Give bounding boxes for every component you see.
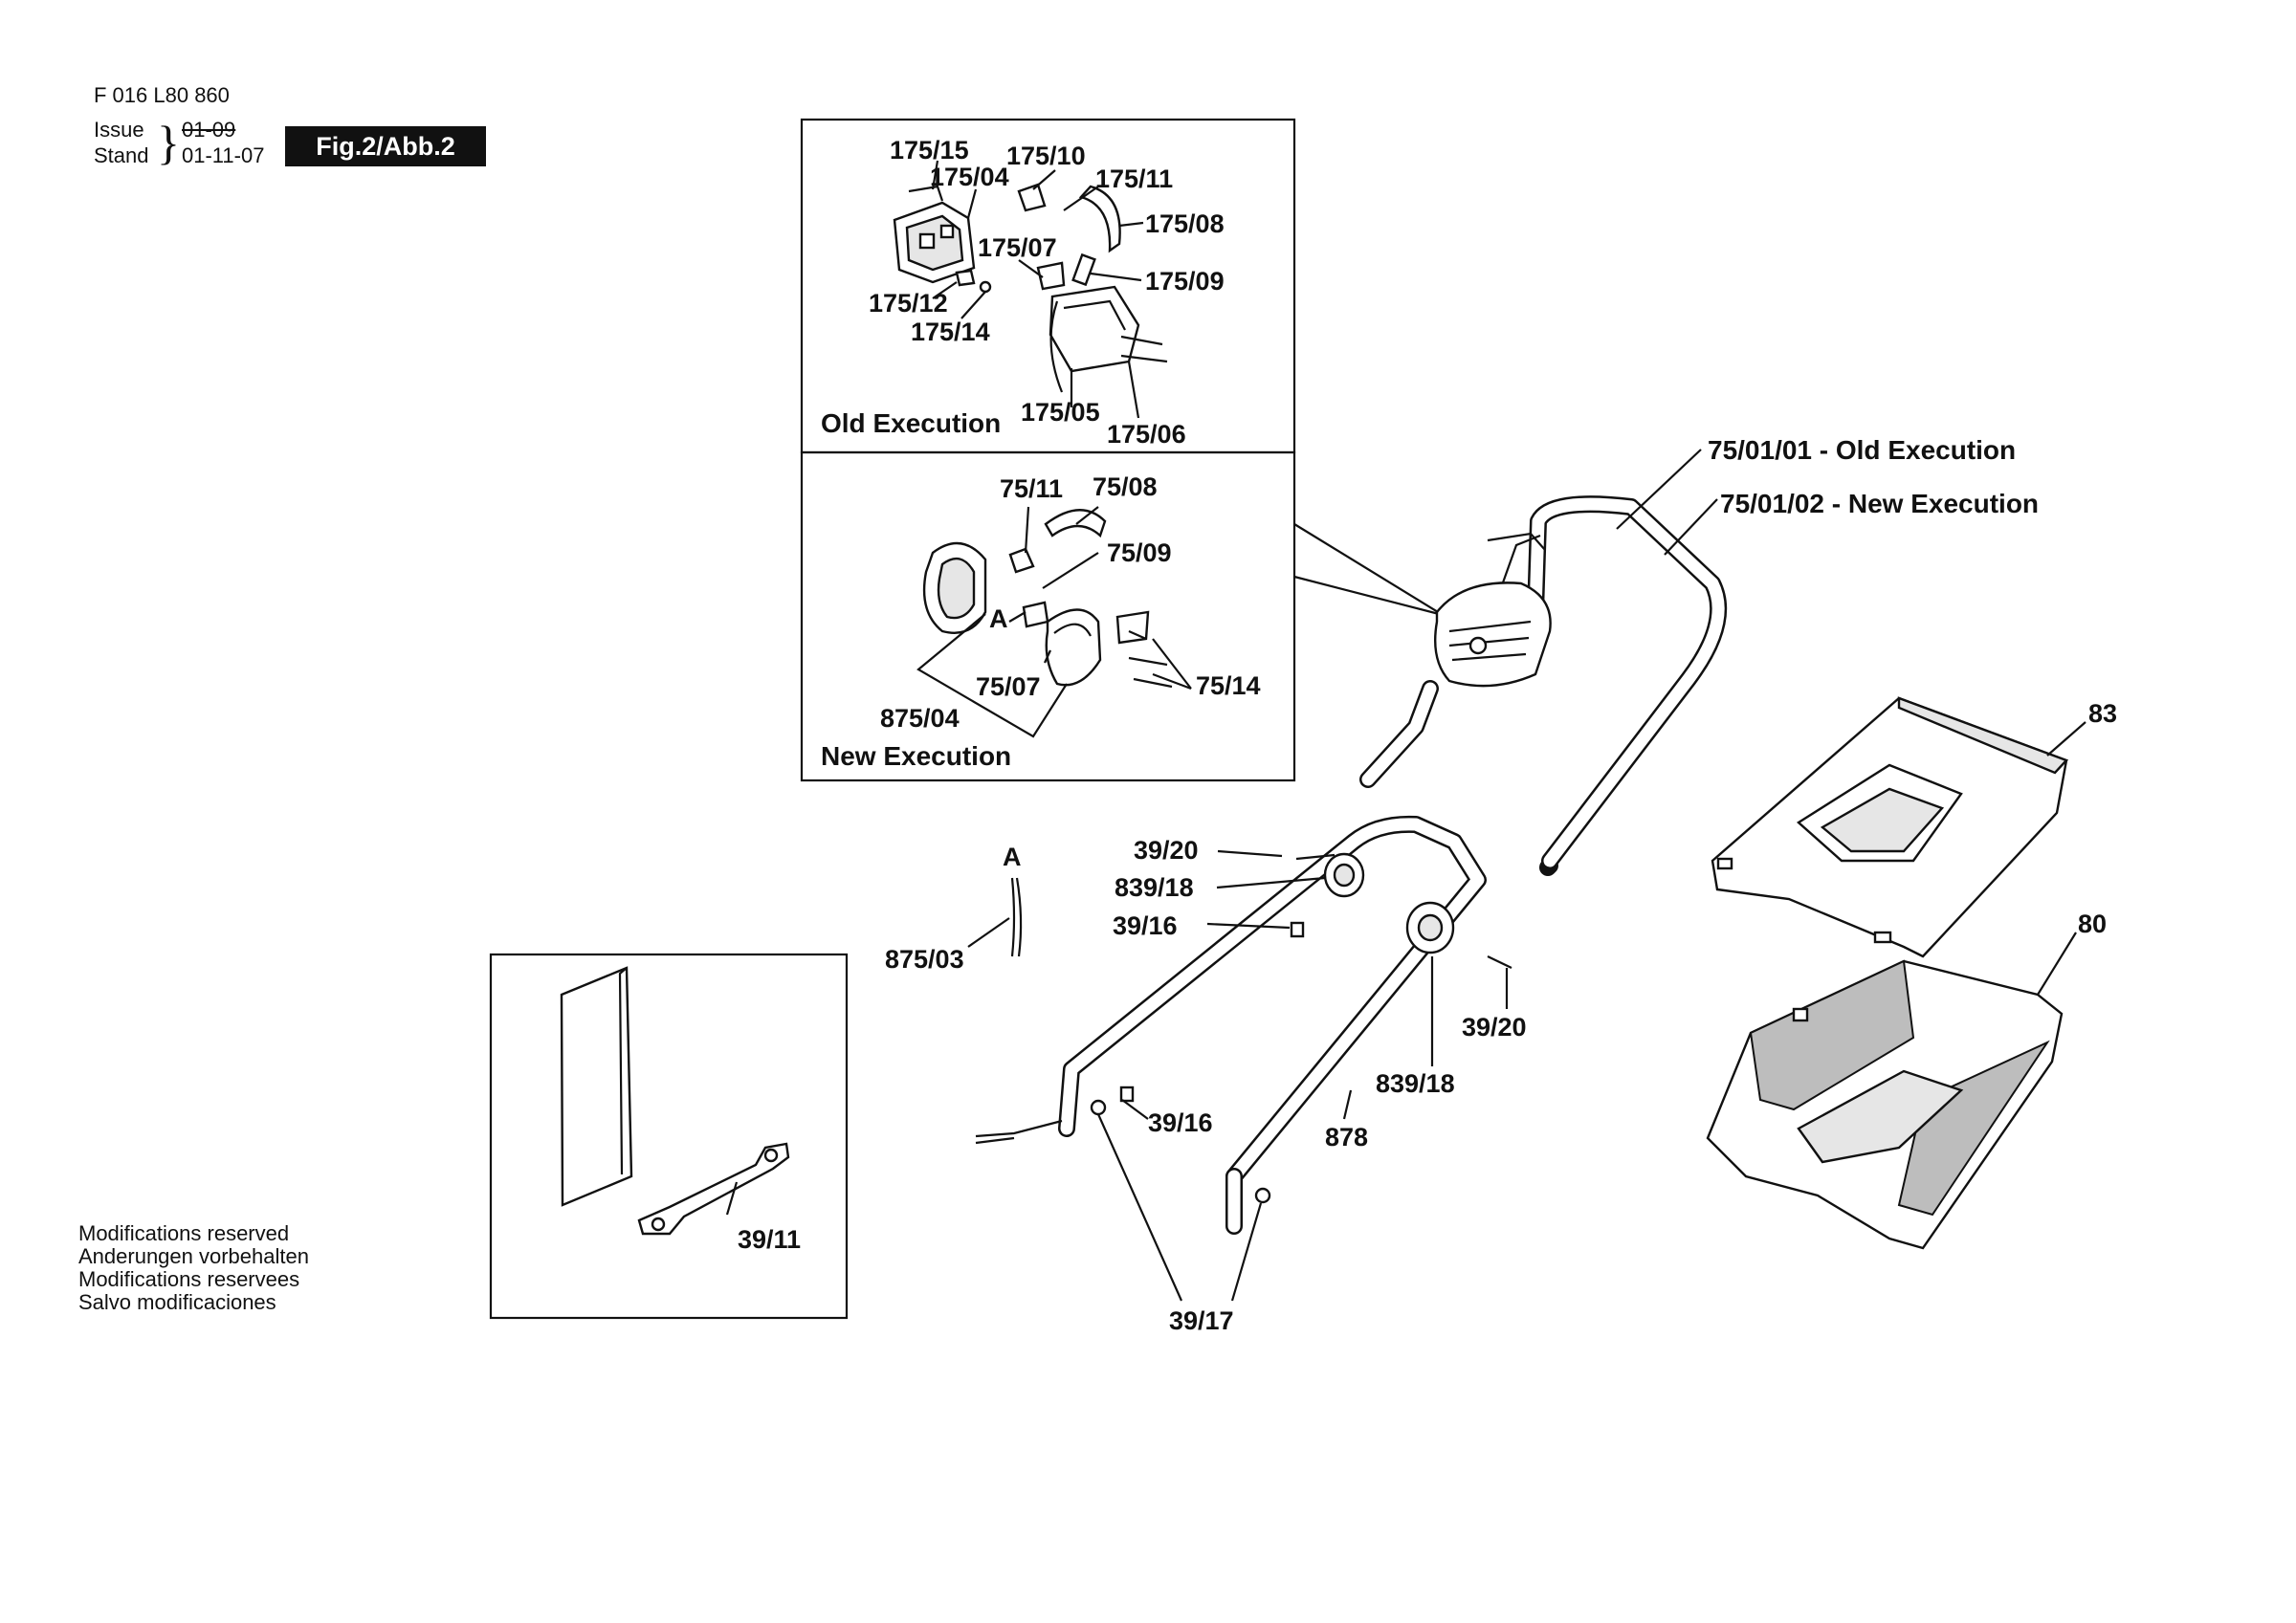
label-39-17: 39/17 bbox=[1169, 1306, 1234, 1335]
label-839-18-left: 839/18 bbox=[1115, 873, 1194, 902]
label-175-07: 175/07 bbox=[978, 233, 1057, 262]
bolt-left bbox=[1090, 1099, 1107, 1116]
label-175-10: 175/10 bbox=[1006, 142, 1086, 170]
label-39-20-right: 39/20 bbox=[1462, 1013, 1527, 1042]
screw-left bbox=[1295, 853, 1336, 861]
screw-right bbox=[1487, 955, 1512, 969]
knob-left bbox=[1323, 852, 1365, 898]
old-execution-title: Old Execution bbox=[821, 408, 1001, 438]
modifications-notice: Modifications reserved Anderungen vorbeh… bbox=[78, 1222, 309, 1314]
switch-box bbox=[1434, 581, 1552, 688]
cable-guide bbox=[1487, 532, 1546, 551]
modifications-line: Anderungen vorbehalten bbox=[78, 1244, 309, 1268]
old-clip-part bbox=[955, 269, 976, 287]
lower-handle bbox=[1058, 815, 1487, 1185]
label-875-04: 875/04 bbox=[880, 704, 960, 733]
label-handle-new: 75/01/02 - New Execution bbox=[1720, 489, 2039, 518]
old-lock-part bbox=[1017, 183, 1047, 212]
grassbox-cover bbox=[1711, 696, 2069, 958]
label-175-14: 175/14 bbox=[911, 318, 990, 346]
old-insert-part bbox=[1036, 261, 1066, 291]
spanner-tool bbox=[637, 1142, 790, 1236]
new-execution-inset bbox=[800, 450, 1296, 782]
old-screws-part bbox=[1120, 335, 1168, 363]
upper-handle bbox=[1527, 495, 1728, 869]
new-cover-part bbox=[1045, 608, 1102, 687]
manual-booklet bbox=[560, 966, 633, 1207]
lower-leader-lines bbox=[1096, 849, 1509, 1302]
new-execution-title: New Execution bbox=[821, 741, 1011, 771]
part-number: F 016 L80 860 bbox=[94, 83, 230, 107]
cable-a bbox=[1015, 877, 1023, 957]
new-switch-housing bbox=[922, 541, 987, 634]
label-175-08: 175/08 bbox=[1145, 209, 1225, 238]
bolt-right bbox=[1254, 1187, 1271, 1204]
lower-handle-cable bbox=[975, 1119, 1063, 1138]
issue-old-date: 01-09 bbox=[182, 118, 236, 142]
stand-label: Stand bbox=[94, 143, 149, 167]
label-175-09: 175/09 bbox=[1145, 267, 1225, 296]
label-39-16-upper: 39/16 bbox=[1113, 911, 1178, 940]
new-lock-part bbox=[1008, 547, 1035, 574]
label-175-04: 175/04 bbox=[930, 163, 1009, 191]
new-screws-part bbox=[1128, 629, 1173, 689]
label-a-cable: A bbox=[1003, 843, 1022, 871]
label-75-07: 75/07 bbox=[976, 672, 1041, 701]
old-cable-part bbox=[1049, 300, 1064, 393]
clip-lower bbox=[1119, 1086, 1135, 1103]
old-pin-part bbox=[1071, 252, 1096, 287]
old-spring-part bbox=[908, 185, 944, 202]
label-175-05: 175/05 bbox=[1021, 398, 1100, 427]
label-175-06: 175/06 bbox=[1107, 420, 1186, 449]
label-39-16-lower: 39/16 bbox=[1148, 1108, 1213, 1137]
new-lever-part bbox=[1044, 509, 1107, 538]
label-handle-old: 75/01/01 - Old Execution bbox=[1708, 435, 2016, 465]
label-39-11: 39/11 bbox=[738, 1225, 801, 1254]
modifications-line: Salvo modificaciones bbox=[78, 1290, 276, 1314]
figure-badge: Fig.2/Abb.2 bbox=[285, 126, 486, 166]
label-175-12: 175/12 bbox=[869, 289, 948, 318]
knob-right bbox=[1405, 901, 1455, 954]
label-75-08: 75/08 bbox=[1093, 472, 1158, 501]
label-83: 83 bbox=[2088, 699, 2117, 728]
modifications-line: Modifications reservees bbox=[78, 1267, 300, 1291]
spanner-leader bbox=[725, 1181, 739, 1216]
label-80: 80 bbox=[2078, 910, 2107, 938]
grassbox-basket bbox=[1706, 959, 2064, 1250]
header-brace: } bbox=[157, 116, 180, 169]
label-39-20-left: 39/20 bbox=[1134, 836, 1199, 865]
new-insert-part bbox=[1022, 601, 1049, 628]
label-75-14: 75/14 bbox=[1196, 671, 1261, 700]
modifications-line: Modifications reserved bbox=[78, 1221, 290, 1245]
label-175-11: 175/11 bbox=[1095, 164, 1173, 193]
clip-upper bbox=[1290, 921, 1305, 938]
issue-date: 01-11-07 bbox=[182, 143, 265, 167]
label-875-03: 875/03 bbox=[885, 945, 964, 974]
inset-pointer bbox=[1293, 523, 1444, 617]
label-878: 878 bbox=[1325, 1123, 1368, 1151]
accessories-inset bbox=[489, 953, 849, 1320]
issue-label: Issue bbox=[94, 118, 144, 142]
new-leader-lines bbox=[916, 506, 1192, 738]
label-175-15: 175/15 bbox=[890, 136, 969, 164]
label-839-18-right: 839/18 bbox=[1376, 1069, 1455, 1098]
old-lever-part bbox=[1078, 185, 1121, 253]
label-75-11: 75/11 bbox=[1000, 474, 1063, 503]
label-a-new: A bbox=[989, 604, 1008, 633]
old-switch-housing bbox=[893, 201, 976, 284]
label-75-09: 75/09 bbox=[1107, 538, 1172, 567]
old-leader-lines bbox=[931, 160, 1144, 419]
old-screw-part bbox=[979, 280, 992, 294]
